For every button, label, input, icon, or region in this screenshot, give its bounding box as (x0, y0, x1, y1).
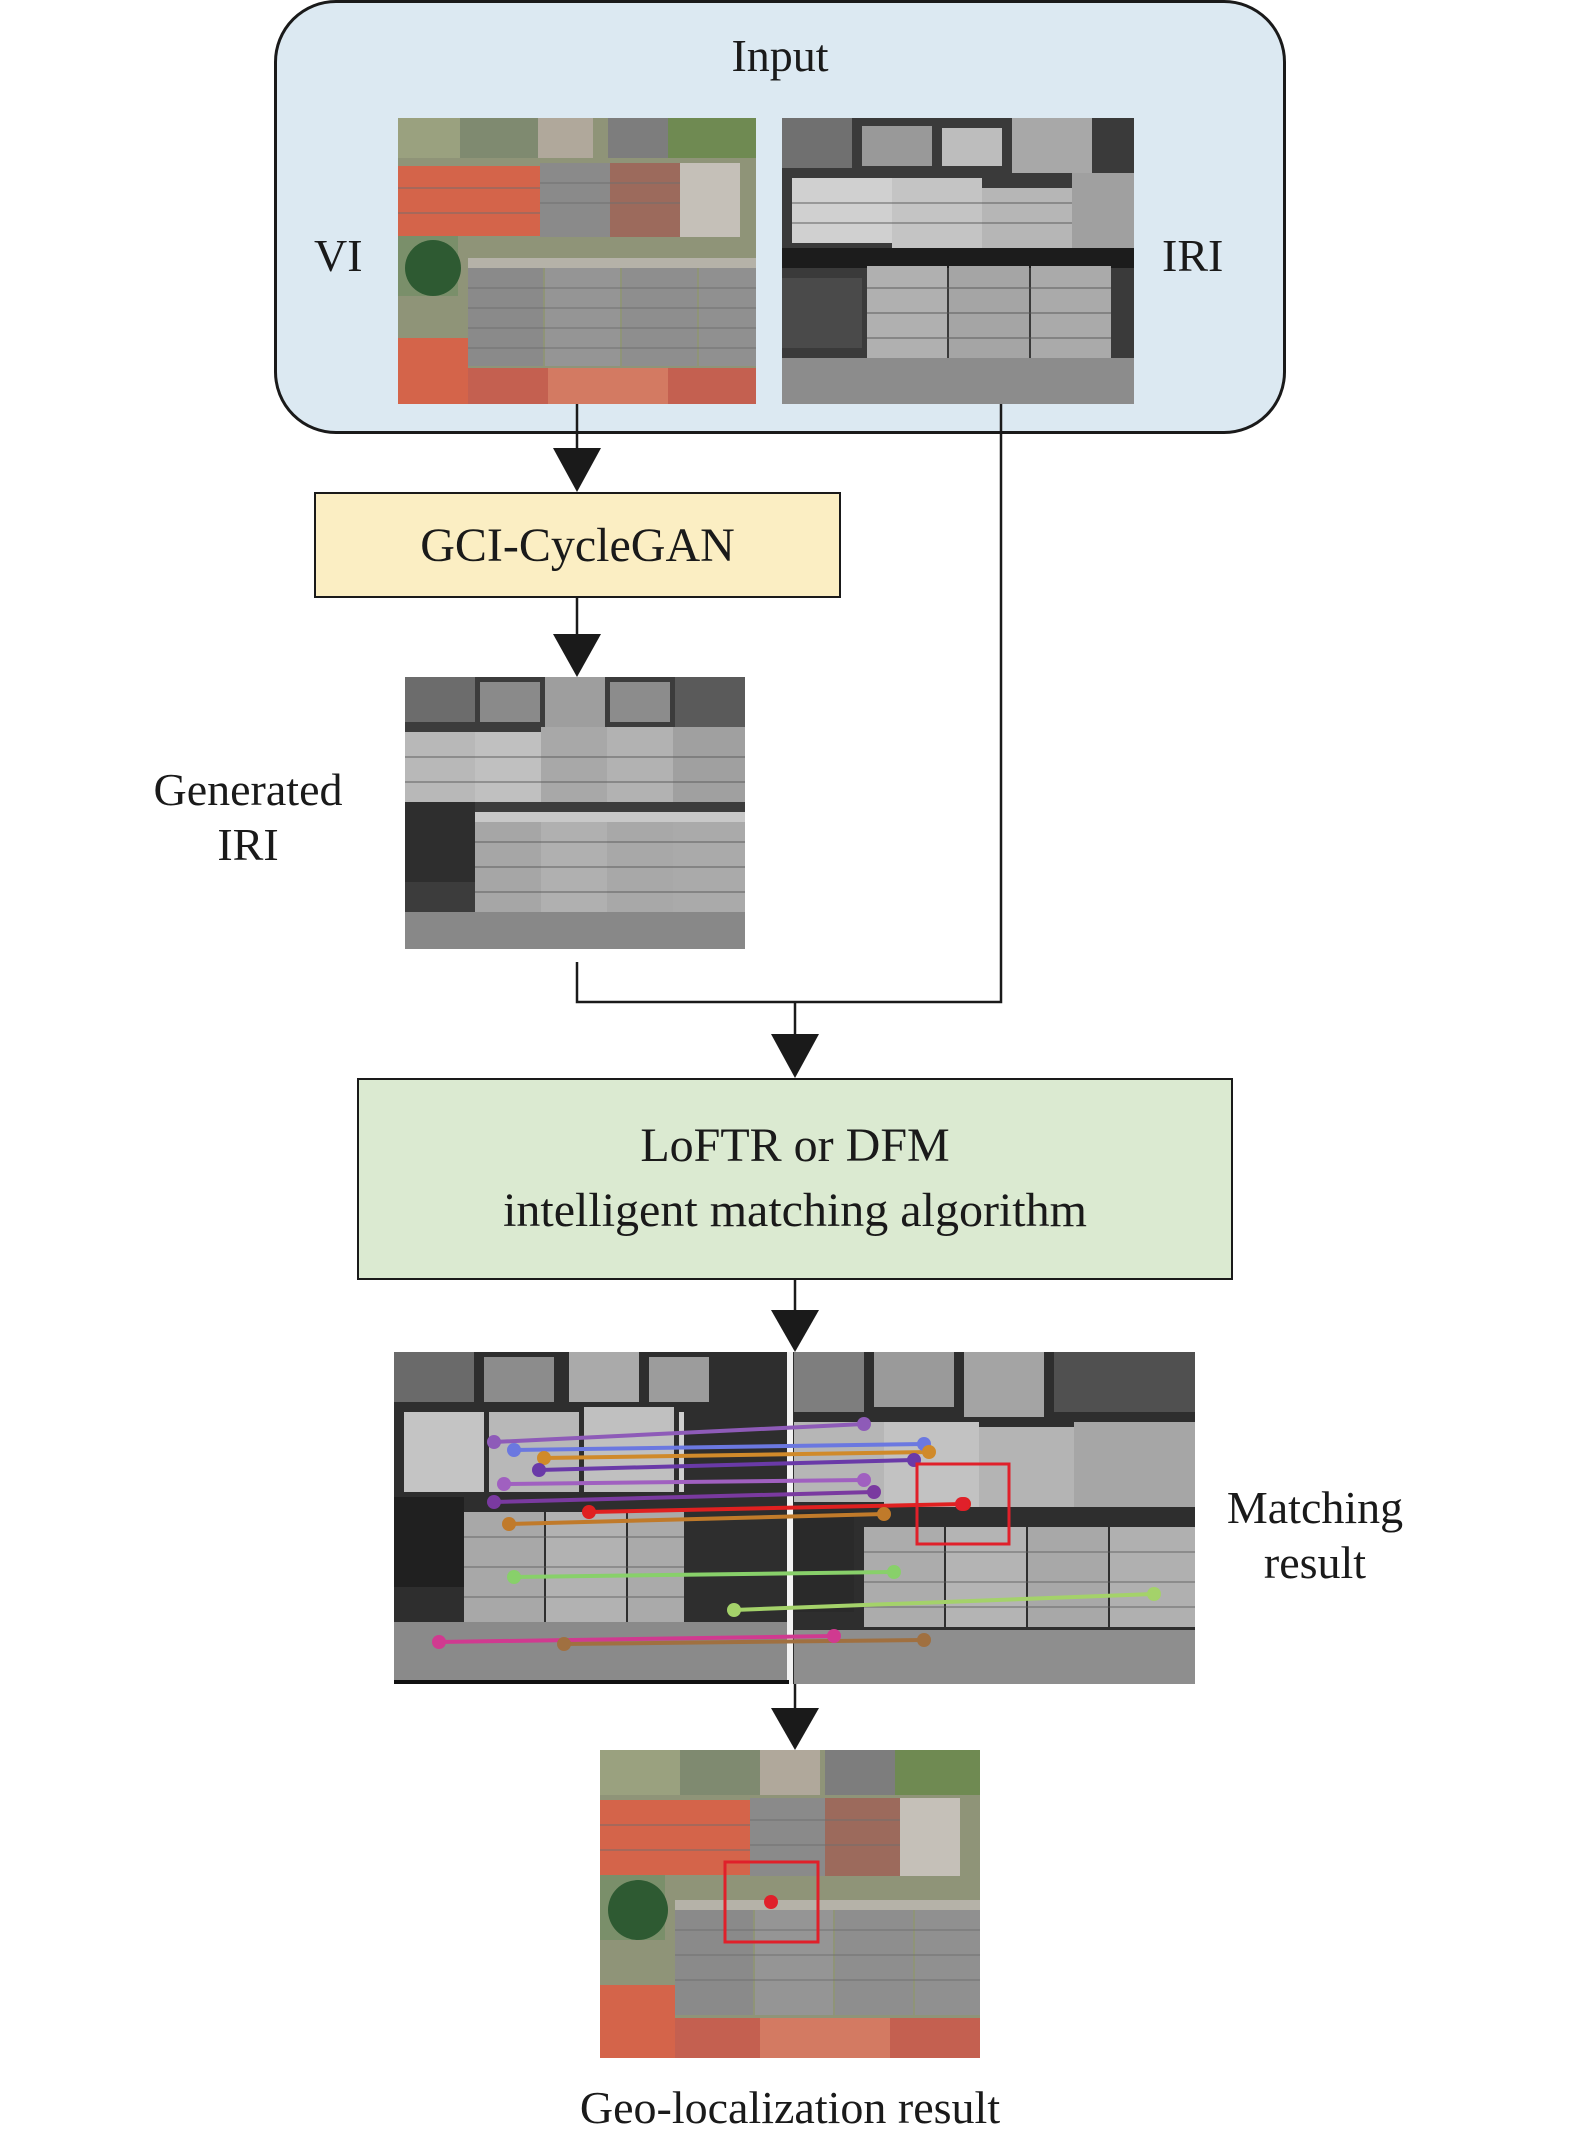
geo-target-point (764, 1895, 778, 1909)
matching-result-label-line1: Matching (1226, 1482, 1404, 1533)
geo-localization-image (600, 1750, 980, 2058)
matching-algorithm-line1: LoFTR or DFM (640, 1119, 950, 1173)
generated-iri-image (405, 677, 745, 949)
arrow-vi-to-gci (553, 448, 601, 492)
generated-iri-label-line1: Generated (153, 764, 343, 815)
matching-target-box (915, 1462, 1011, 1546)
generated-iri-label-line2: IRI (217, 819, 279, 871)
matching-result-image (394, 1352, 1195, 1684)
matching-algorithm-line2: intelligent matching algorithm (503, 1184, 1087, 1237)
vi-image (398, 118, 756, 404)
geo-target-box (723, 1860, 820, 1944)
iri-label: IRI (1162, 230, 1224, 281)
input-title: Input (731, 30, 829, 81)
arrow-to-matching-box (771, 1034, 819, 1078)
geo-localization-label: Geo-localization result (579, 2082, 1001, 2133)
matching-result-label-line2: result (1263, 1537, 1367, 1589)
gci-cyclegan-label: GCI-CycleGAN (420, 518, 735, 572)
arrow-to-geo-result (771, 1708, 819, 1750)
generated-iri-label: Generated IRI (128, 762, 368, 872)
matching-result-label: Matching result (1195, 1480, 1435, 1590)
arrow-gci-to-generated (553, 634, 601, 677)
matching-algorithm-box: LoFTR or DFM intelligent matching algori… (357, 1078, 1233, 1280)
iri-image (782, 118, 1134, 404)
arrow-to-matching-result (771, 1310, 819, 1352)
vi-label: VI (314, 230, 363, 281)
gci-cyclegan-box: GCI-CycleGAN (314, 492, 841, 598)
